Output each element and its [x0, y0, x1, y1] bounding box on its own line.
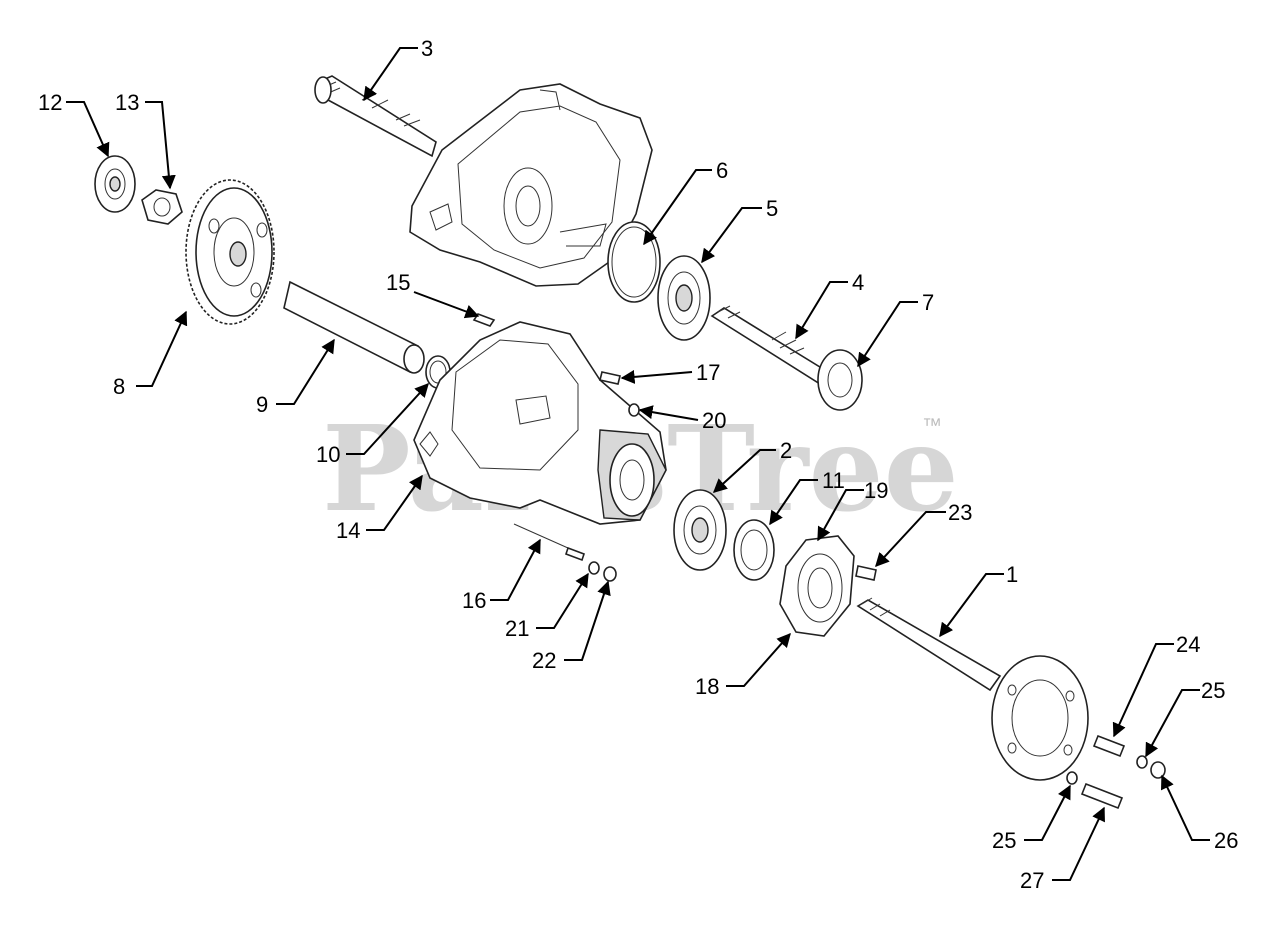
callout-8-label: 8	[113, 374, 125, 399]
part-27-stud[interactable]	[1080, 782, 1124, 810]
callout-16[interactable]: 16	[462, 538, 541, 613]
callout-22[interactable]: 22	[532, 580, 611, 673]
callout-3[interactable]: 3	[363, 36, 433, 102]
callout-10[interactable]: 10	[316, 382, 429, 467]
callout-27[interactable]: 27	[1020, 806, 1105, 893]
callout-26[interactable]: 26	[1161, 774, 1238, 853]
part-23-bolt[interactable]	[855, 565, 877, 581]
callout-6[interactable]: 6	[643, 158, 728, 246]
callout-25-lower-label: 25	[992, 828, 1016, 853]
callout-7[interactable]: 7	[857, 290, 934, 368]
watermark-trademark: ™	[922, 415, 942, 437]
part-24-stud[interactable]	[1092, 734, 1126, 758]
callout-18[interactable]: 18	[695, 632, 791, 699]
part-2-bearing[interactable]	[673, 489, 727, 571]
part-21-washer[interactable]	[588, 561, 600, 575]
callout-11[interactable]: 11	[769, 468, 845, 526]
callout-25-lower[interactable]: 25	[992, 784, 1071, 853]
callout-17[interactable]: 17	[620, 360, 720, 385]
callout-9-label: 9	[256, 392, 268, 417]
callout-15[interactable]: 15	[386, 270, 480, 319]
callout-24-label: 24	[1176, 632, 1200, 657]
part-25-washer-lower[interactable]	[1066, 771, 1078, 785]
callout-18-label: 18	[695, 674, 719, 699]
callouts: 3 12 13 6 5 15 4	[38, 36, 1238, 893]
callout-5-label: 5	[766, 196, 778, 221]
callout-13-label: 13	[115, 90, 139, 115]
callout-22-label: 22	[532, 648, 556, 673]
callout-23[interactable]: 23	[875, 500, 972, 568]
callout-5[interactable]: 5	[701, 196, 778, 264]
callout-12[interactable]: 12	[38, 90, 110, 158]
callout-19-label: 19	[864, 478, 888, 503]
callout-25-upper[interactable]: 25	[1145, 678, 1225, 758]
callout-1[interactable]: 1	[939, 562, 1018, 638]
callout-27-label: 27	[1020, 868, 1044, 893]
part-19-flange-retainer[interactable]	[779, 535, 855, 637]
part-16-bolt[interactable]	[513, 523, 586, 562]
callout-15-label: 15	[386, 270, 410, 295]
callout-23-label: 23	[948, 500, 972, 525]
part-5-bearing[interactable]	[657, 255, 711, 341]
callout-2-label: 2	[780, 438, 792, 463]
callout-2[interactable]: 2	[712, 438, 792, 493]
part-12-bearing[interactable]	[94, 155, 136, 213]
callout-7-label: 7	[922, 290, 934, 315]
part-20-plug[interactable]	[628, 403, 640, 417]
part-25-washer-upper[interactable]	[1136, 755, 1148, 769]
callout-16-label: 16	[462, 588, 486, 613]
part-26-nut[interactable]	[1150, 761, 1166, 779]
callout-9[interactable]: 9	[256, 338, 335, 417]
callout-14[interactable]: 14	[336, 474, 423, 543]
callout-24[interactable]: 24	[1112, 632, 1200, 738]
callout-1-label: 1	[1006, 562, 1018, 587]
callout-20-label: 20	[702, 408, 726, 433]
callout-21-label: 21	[505, 616, 529, 641]
callout-3-label: 3	[421, 36, 433, 61]
part-3-input-shaft[interactable]	[314, 75, 437, 158]
part-4-splined-shaft[interactable]	[710, 305, 830, 386]
callout-19[interactable]: 19	[817, 478, 888, 542]
part-13-nut[interactable]	[141, 189, 183, 225]
callout-10-label: 10	[316, 442, 340, 467]
callout-26-label: 26	[1214, 828, 1238, 853]
part-9-sleeve[interactable]	[283, 280, 425, 374]
callout-25-upper-label: 25	[1201, 678, 1225, 703]
part-14-main-housing[interactable]	[413, 321, 667, 525]
callout-6-label: 6	[716, 158, 728, 183]
part-1-axle-hub[interactable]	[856, 597, 1089, 781]
part-8-large-gear[interactable]	[185, 179, 275, 325]
upper-housing[interactable]	[409, 83, 653, 287]
callout-17-label: 17	[696, 360, 720, 385]
part-11-seal[interactable]	[733, 519, 775, 581]
part-22-nut[interactable]	[603, 566, 617, 582]
callout-14-label: 14	[336, 518, 360, 543]
callout-4[interactable]: 4	[795, 270, 864, 340]
part-7-bearing[interactable]	[817, 349, 863, 411]
callout-12-label: 12	[38, 90, 62, 115]
callout-13[interactable]: 13	[115, 90, 176, 190]
callout-8[interactable]: 8	[113, 310, 188, 399]
callout-20[interactable]: 20	[638, 405, 726, 433]
callout-4-label: 4	[852, 270, 864, 295]
callout-21[interactable]: 21	[505, 572, 589, 641]
part-17-bolt[interactable]	[599, 371, 621, 385]
callout-11-label: 11	[822, 468, 845, 493]
